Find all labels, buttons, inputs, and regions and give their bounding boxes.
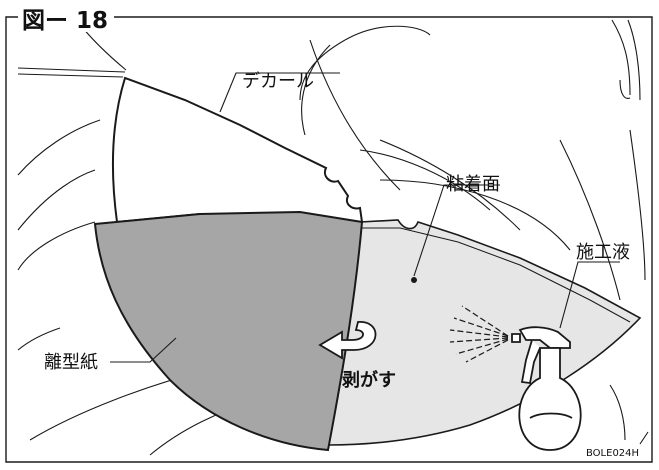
release-paper-sheet (93, 210, 364, 452)
label-release-paper: 離型紙 (44, 352, 98, 373)
peel-arrow-icon (318, 321, 377, 360)
spray-mist-icon (449, 305, 509, 363)
spray-bottle-icon (511, 326, 582, 451)
leader-lines (110, 72, 649, 445)
label-adhesive-surface: 粘着面 (446, 174, 500, 195)
figure-frame (5, 16, 653, 463)
figure-code: BOLE024H (586, 448, 639, 459)
figure-title: 図ー 18 (22, 8, 108, 34)
adhesive-inner-edge (350, 227, 631, 323)
title-background (18, 4, 114, 32)
label-application-fluid: 施工液 (576, 242, 630, 263)
label-decal: デカール (242, 71, 314, 92)
label-peel: 剥がす (342, 369, 396, 391)
adhesive-point-marker (411, 277, 417, 283)
vehicle-body-lines (17, 19, 646, 456)
